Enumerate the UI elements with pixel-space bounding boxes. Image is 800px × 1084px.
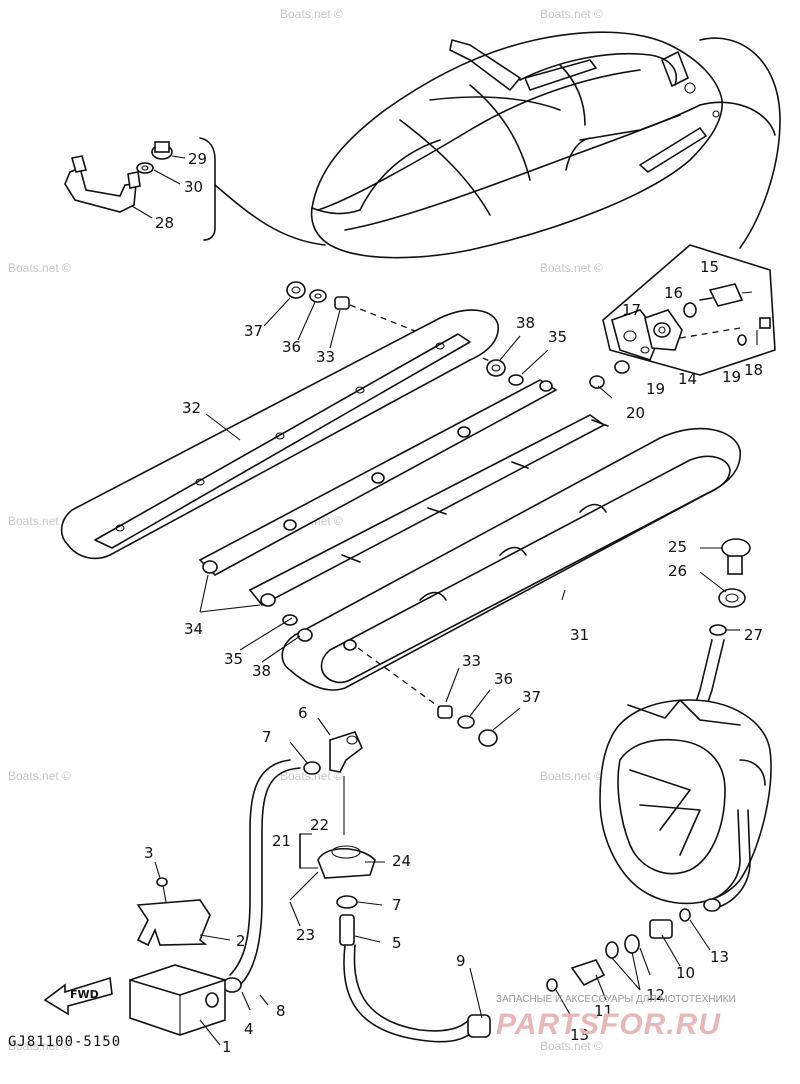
callout-35-bottom: 35 — [224, 650, 243, 668]
callout-37-top: 37 — [244, 322, 263, 340]
intake-grate-32 — [60, 309, 499, 560]
callout-13-bottom: 13 — [570, 1026, 589, 1044]
fwd-arrow-icon: FWD — [43, 976, 113, 1016]
jet-pump-housing — [599, 699, 772, 912]
callout-10: 10 — [676, 964, 695, 982]
diagram-code: GJ81100-5150 — [8, 1034, 121, 1050]
callout-17: 17 — [622, 301, 641, 319]
watermark-2: Boats.net © — [540, 7, 603, 21]
callout-37-bottom: 37 — [522, 688, 541, 706]
leader-lines — [154, 297, 740, 1046]
callout-8: 8 — [276, 1002, 286, 1020]
callout-14: 14 — [678, 370, 697, 388]
watermark-4: Boats.net © — [540, 261, 603, 275]
watermark-11: Boats.net © — [8, 1039, 71, 1053]
outlet-fittings — [546, 908, 691, 992]
callout-16: 16 — [664, 284, 683, 302]
callout-36-bottom: 36 — [494, 670, 513, 688]
callout-19-right: 19 — [722, 368, 741, 386]
watermark-9: Boats.net © — [280, 769, 343, 783]
fwd-label: FWD — [70, 988, 99, 1001]
callout-23: 23 — [296, 926, 315, 944]
callout-21: 21 — [272, 832, 291, 850]
callout-12: 12 — [646, 986, 665, 1004]
callout-6: 6 — [298, 704, 308, 722]
callout-28: 28 — [155, 214, 174, 232]
watermark-10: Boats.net © — [540, 769, 603, 783]
callout-13-right: 13 — [710, 948, 729, 966]
callout-18: 18 — [744, 361, 763, 379]
callout-38-bottom: 38 — [252, 662, 271, 680]
callout-27: 27 — [744, 626, 763, 644]
watermark-5: Boats.net © — [8, 514, 71, 528]
callout-36-top: 36 — [282, 338, 301, 356]
callout-26: 26 — [668, 562, 687, 580]
jet-ski-hull-drawing — [310, 31, 776, 259]
callout-numbers: 29 30 28 15 16 17 18 19 14 19 20 37 36 3… — [144, 150, 763, 1056]
callout-7-bottom: 7 — [392, 896, 402, 914]
fasteners-upper-right — [486, 359, 524, 386]
mounting-rails-34 — [198, 379, 609, 607]
callout-3: 3 — [144, 844, 154, 862]
bracket-leader-line — [214, 184, 326, 246]
callout-11: 11 — [594, 1002, 613, 1020]
watermark-12: Boats.net © — [540, 1039, 603, 1053]
callout-33-bottom: 33 — [462, 652, 481, 670]
callout-30: 30 — [184, 178, 203, 196]
inlet-plug-assembly — [689, 538, 751, 721]
reservoir-box-1 — [129, 964, 226, 1036]
callout-33-top: 33 — [316, 348, 335, 366]
callout-20: 20 — [626, 404, 645, 422]
callout-35-top: 35 — [548, 328, 567, 346]
hose-line-upper — [699, 37, 781, 249]
callout-2: 2 — [236, 932, 246, 950]
bracket-21-assembly — [289, 833, 376, 901]
callout-38-top: 38 — [516, 314, 535, 332]
callout-32: 32 — [182, 399, 201, 417]
callout-25: 25 — [668, 538, 687, 556]
callout-19-left: 19 — [646, 380, 665, 398]
bracket-28-group — [64, 137, 216, 241]
callout-7-top: 7 — [262, 728, 272, 746]
inlet-bracket-assembly — [589, 244, 776, 389]
callout-34: 34 — [184, 620, 203, 638]
shop-name: PARTSFOR.RU — [496, 1008, 721, 1041]
mount-bracket-2 — [136, 877, 211, 947]
fitting-and-hoses — [222, 731, 491, 1043]
callout-1: 1 — [222, 1038, 232, 1056]
callout-4: 4 — [244, 1020, 254, 1038]
callout-24: 24 — [392, 852, 411, 870]
callout-22: 22 — [310, 816, 329, 834]
shop-watermark: ЗАПАСНЫЕ И АКСЕССУАРЫ ДЛЯ МОТОТЕХНИКИ PA… — [496, 994, 736, 1041]
callout-31: 31 — [570, 626, 589, 644]
watermark-8: Boats.net © — [8, 769, 71, 783]
callout-29: 29 — [188, 150, 207, 168]
callout-5: 5 — [392, 934, 402, 952]
callout-9: 9 — [456, 952, 466, 970]
callout-15: 15 — [700, 258, 719, 276]
watermark-1: Boats.net © — [280, 7, 343, 21]
watermark-3: Boats.net © — [8, 261, 71, 275]
intake-grate-31 — [281, 427, 741, 747]
shop-tagline: ЗАПАСНЫЕ И АКСЕССУАРЫ ДЛЯ МОТОТЕХНИКИ — [496, 994, 736, 1005]
